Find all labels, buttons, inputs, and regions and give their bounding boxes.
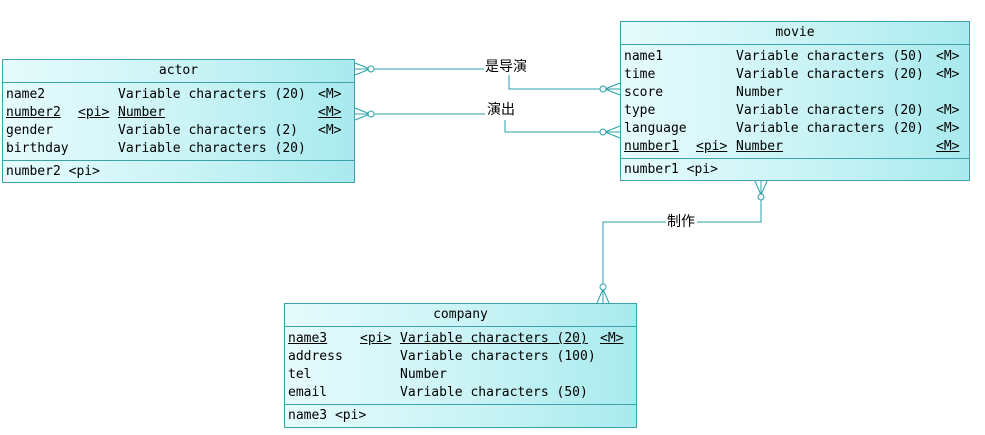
attribute-type: Number xyxy=(736,139,783,154)
attribute-type: Variable characters (20) xyxy=(118,87,306,102)
attribute-name: number2 xyxy=(6,105,61,120)
entity-title: actor xyxy=(3,60,354,83)
attribute-row[interactable]: language Variable characters (20) <M> xyxy=(621,120,969,138)
attribute-type: Variable characters (20) xyxy=(400,331,588,346)
attribute-type: Number xyxy=(118,105,165,120)
attribute-name: email xyxy=(288,385,328,400)
entity-title: company xyxy=(285,304,636,327)
entity-identifier: number1 <pi> xyxy=(621,158,969,181)
attribute-row[interactable]: name3 <pi> Variable characters (20) <M> xyxy=(285,330,636,348)
attribute-name: name1 xyxy=(624,49,664,64)
attribute-row[interactable]: number1 <pi> Number <M> xyxy=(621,138,969,156)
attribute-m: <M> xyxy=(318,105,342,120)
entity-company[interactable]: company name3 <pi> Variable characters (20… xyxy=(284,303,637,428)
attribute-row[interactable]: score Number xyxy=(621,84,969,102)
attribute-name: birthday xyxy=(6,141,69,156)
relationship-label-produces[interactable]: 制作 xyxy=(666,214,696,230)
attribute-type: Variable characters (50) xyxy=(400,385,588,400)
entity-identifier: number2 <pi> xyxy=(3,160,354,183)
attribute-name: time xyxy=(624,67,656,82)
attribute-type: Variable characters (20) xyxy=(736,121,924,136)
attribute-m: <M> xyxy=(318,87,342,102)
attribute-row[interactable]: number2 <pi> Number <M> xyxy=(3,104,354,122)
attribute-name: number1 xyxy=(624,139,679,154)
attribute-row[interactable]: gender Variable characters (2) <M> xyxy=(3,122,354,140)
attribute-type: Variable characters (100) xyxy=(400,349,596,364)
attribute-row[interactable]: address Variable characters (100) xyxy=(285,348,636,366)
attribute-m: <M> xyxy=(936,49,960,64)
attribute-type: Number xyxy=(736,85,783,100)
attribute-name: tel xyxy=(288,367,312,382)
relationship-line-directs xyxy=(354,62,621,96)
relationship-line-acts-in xyxy=(354,107,621,139)
attribute-pi: <pi> xyxy=(360,331,392,346)
attribute-row[interactable]: name2 Variable characters (20) <M> xyxy=(3,86,354,104)
relationship-label-acts-in[interactable]: 演出 xyxy=(486,102,516,118)
attribute-type: Variable characters (20) xyxy=(118,141,306,156)
attribute-pi: <pi> xyxy=(696,139,728,154)
attribute-type: Variable characters (20) xyxy=(736,103,924,118)
attribute-name: name2 xyxy=(6,87,46,102)
attribute-name: type xyxy=(624,103,656,118)
attribute-row[interactable]: birthday Variable characters (20) xyxy=(3,140,354,158)
attribute-pi: <pi> xyxy=(78,105,110,120)
attribute-row[interactable]: time Variable characters (20) <M> xyxy=(621,66,969,84)
relationship-label-directs[interactable]: 是导演 xyxy=(484,59,528,75)
attribute-type: Variable characters (20) xyxy=(736,67,924,82)
attribute-m: <M> xyxy=(600,331,624,346)
attribute-m: <M> xyxy=(936,67,960,82)
relationship-line-produces xyxy=(596,180,768,304)
entity-title: movie xyxy=(621,22,969,45)
attribute-m: <M> xyxy=(936,121,960,136)
attribute-row[interactable]: name1 Variable characters (50) <M> xyxy=(621,48,969,66)
attribute-name: language xyxy=(624,121,687,136)
attribute-row[interactable]: type Variable characters (20) <M> xyxy=(621,102,969,120)
attribute-type: Variable characters (2) xyxy=(118,123,299,138)
attribute-name: name3 xyxy=(288,331,328,346)
attribute-m: <M> xyxy=(318,123,342,138)
attribute-row[interactable]: email Variable characters (50) xyxy=(285,384,636,402)
attribute-m: <M> xyxy=(936,103,960,118)
attribute-name: score xyxy=(624,85,664,100)
attribute-row[interactable]: tel Number xyxy=(285,366,636,384)
attribute-type: Variable characters (50) xyxy=(736,49,924,64)
entity-identifier: name3 <pi> xyxy=(285,404,636,427)
attribute-list: name3 <pi> Variable characters (20) <M> addr… xyxy=(285,327,636,404)
attribute-type: Number xyxy=(400,367,447,382)
attribute-name: address xyxy=(288,349,343,364)
attribute-m: <M> xyxy=(936,139,960,154)
attribute-name: gender xyxy=(6,123,53,138)
